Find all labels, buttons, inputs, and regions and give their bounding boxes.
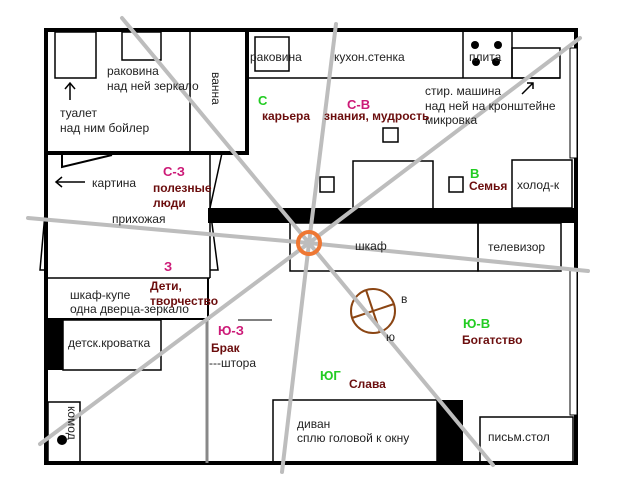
zone-southwest-meaning: Брак [211,341,241,355]
zone-east-meaning: Семья [469,179,507,193]
compass-icon [350,288,396,334]
zone-southeast-meaning: Богатство [462,333,522,347]
zone-west-meaning-2: творчество [150,294,218,308]
zone-west-meaning: Дети, [150,279,182,293]
tv-label: телевизор [488,240,545,254]
kitchen-window [569,47,578,159]
living-window [569,269,578,416]
zone-northwest-meaning-2: люди [153,196,186,210]
zone-northeast-meaning: знания, мудрость [324,109,429,123]
tv [477,222,562,272]
compass-east-label: в [401,292,407,306]
bathroom-wall [44,28,249,155]
zone-north-dir: С [258,93,268,108]
wardrobe-label: шкаф [355,239,387,253]
sofa-label: диван [297,417,330,431]
stool [319,176,335,193]
stool [448,176,464,193]
fridge-label: холод-к [517,178,560,192]
zone-northwest-meaning: полезные [153,181,212,195]
curtain-label: ---штора [209,356,256,370]
center-marker [296,230,322,256]
kitchen-sink-label: раковина [250,50,302,64]
stool [382,127,399,143]
bagua-rays [26,16,590,474]
kitchen-sink [254,36,290,72]
bath-sink-note: над ней зеркало [107,79,199,93]
bath-sink-label: раковина [107,64,159,78]
crib-label: детск.кроватка [68,336,150,350]
desk [479,416,574,464]
zone-west-dir: З [164,259,172,274]
dresser [47,401,81,464]
crib [62,319,162,371]
picture-label: картина [92,176,136,190]
bath-sink [121,31,162,61]
sofa-note: сплю головой к окну [297,431,409,445]
stove-burners-icon [471,41,502,66]
stove-label: плита [469,50,502,64]
zone-east-dir: В [470,166,479,181]
zone-southeast-dir: Ю-В [463,316,490,331]
dresser-label: комод [65,406,79,440]
zone-south-dir: ЮГ [320,368,341,383]
microwave-note: микровка [425,113,477,127]
bathtub-label: ванна [209,72,223,105]
kitchen-cabinets-label: кухон.стенка [334,50,405,64]
washer-note: над ней на кронштейне [425,99,556,113]
hallway-label: прихожая [112,212,165,226]
toilet [54,31,97,79]
closet-note: одна дверца-зеркало [70,302,189,316]
zone-south-meaning: Слава [349,377,386,391]
zone-north-meaning: карьера [262,109,310,123]
washer-label: стир. машина [425,84,501,98]
desk-label: письм.стол [488,430,550,444]
closet-label: шкаф-купе [70,288,131,302]
toilet-label: туалет [60,106,97,120]
zone-northwest-dir: С-З [163,164,185,179]
arrow-icon [521,82,534,95]
toilet-note: над ним бойлер [60,121,149,135]
zone-northeast-dir: С-В [347,97,370,112]
compass-south-label: ю [386,330,395,344]
zone-southwest-dir: Ю-З [218,323,244,338]
